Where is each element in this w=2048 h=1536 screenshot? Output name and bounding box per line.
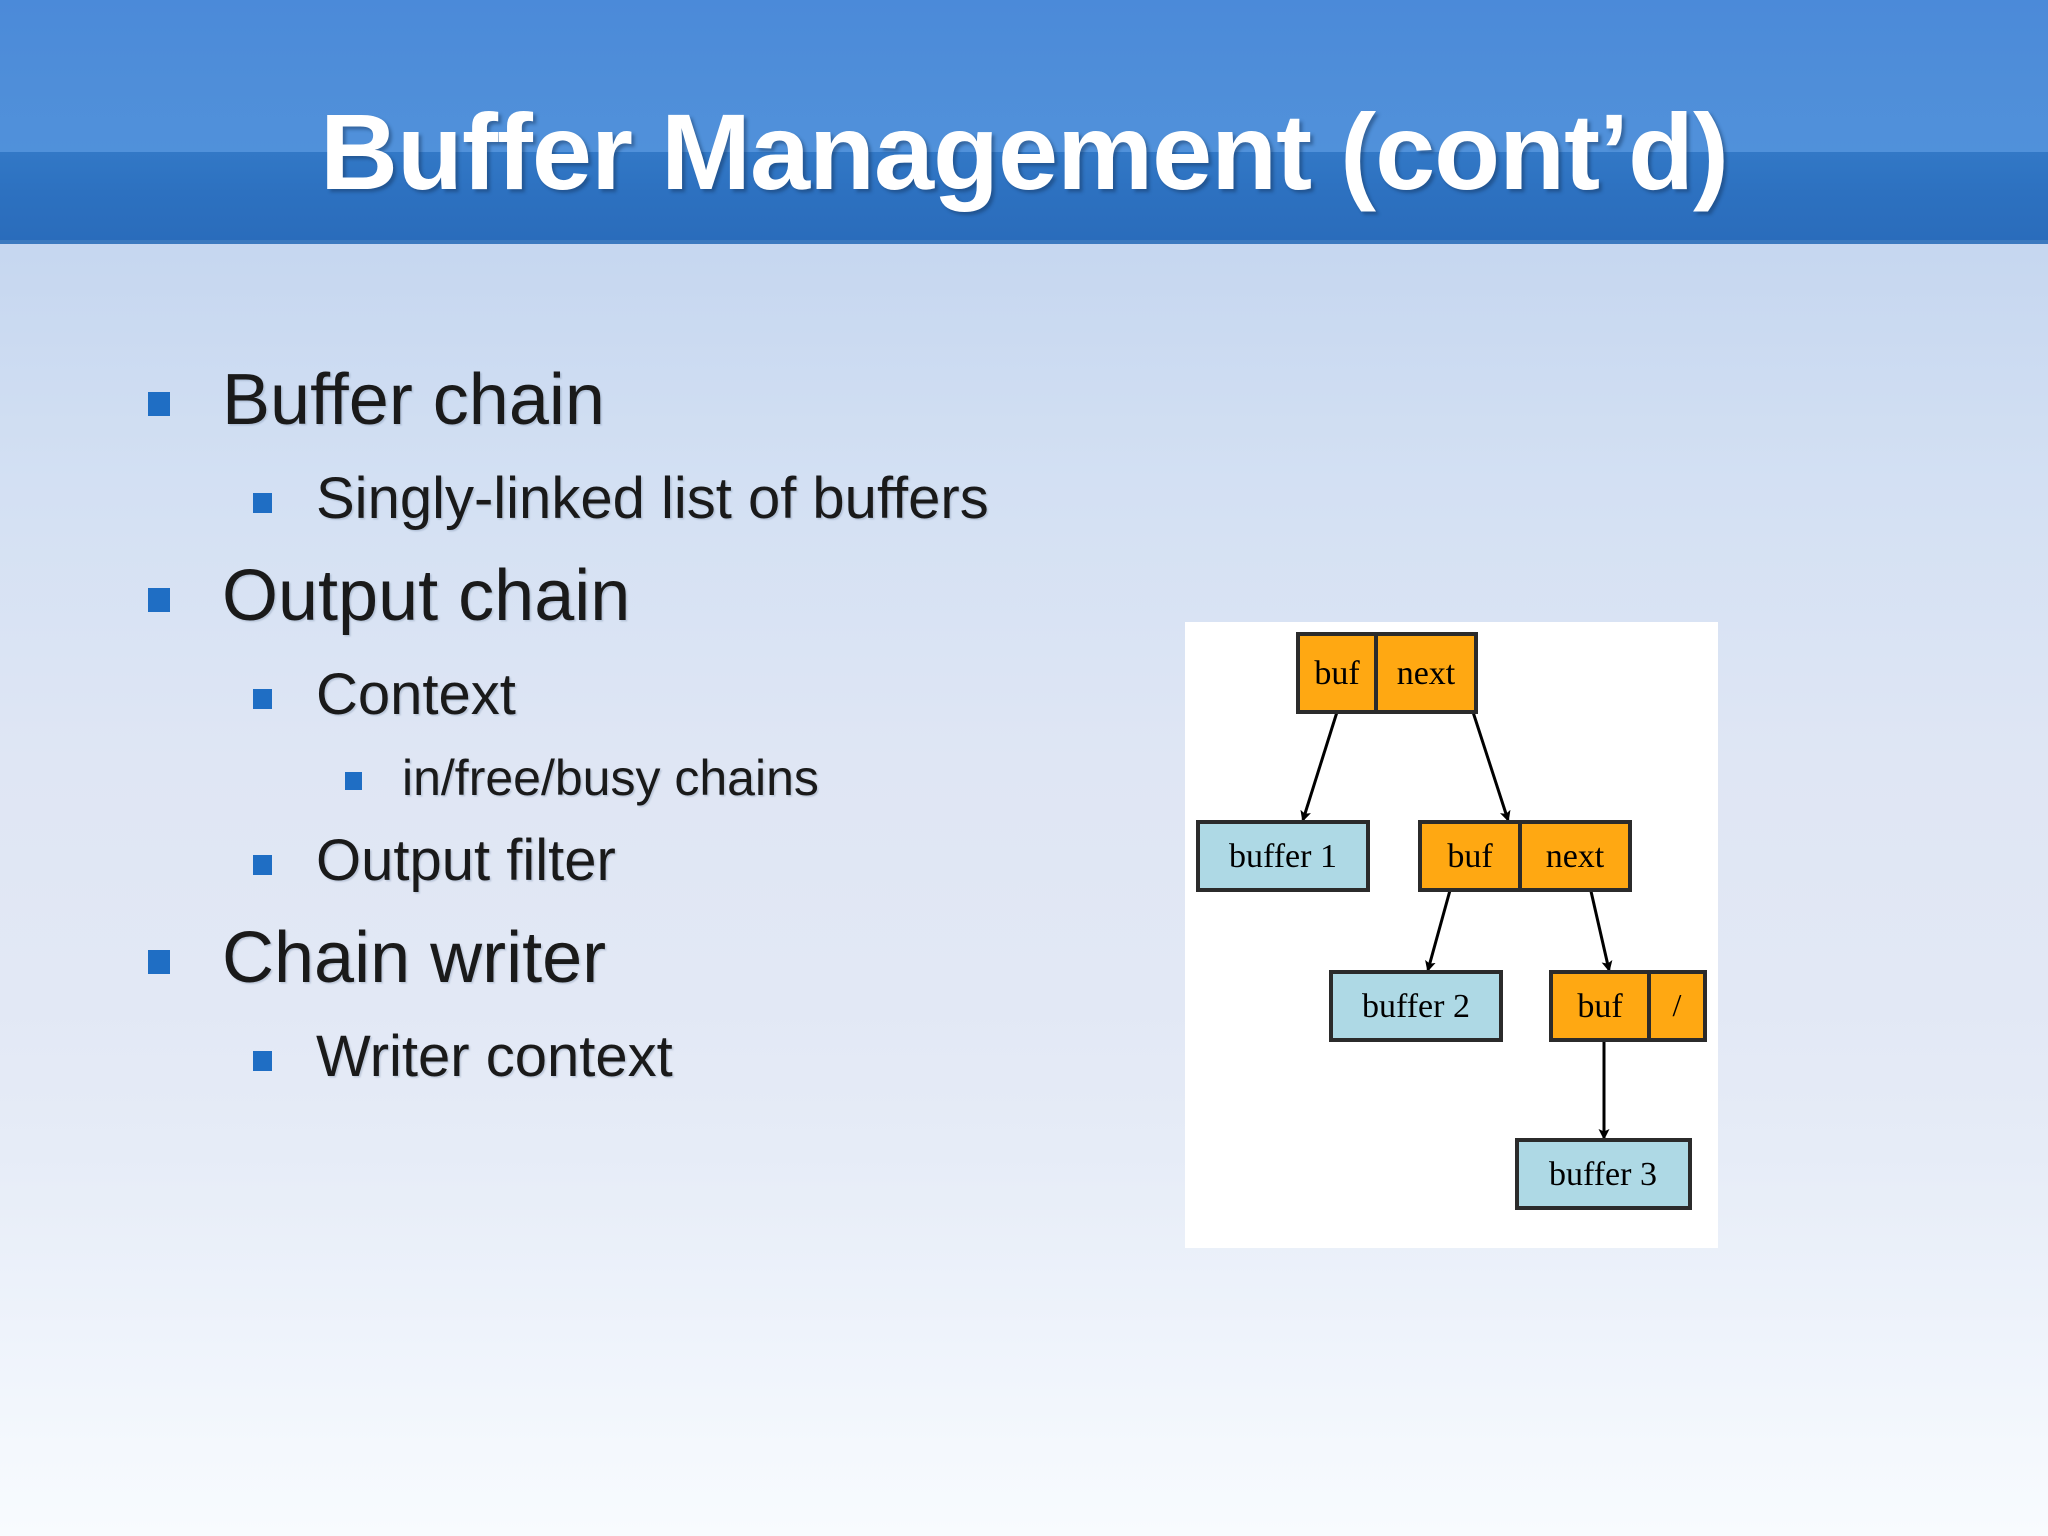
list-item-label: Output filter — [316, 828, 616, 893]
list-item-label: in/free/busy chains — [402, 750, 819, 806]
diagram-edges — [1300, 711, 1613, 1140]
diagram-node-cell1: buf next — [1296, 632, 1478, 714]
node-cell-right-label: next — [1546, 838, 1605, 875]
list-item-chain-writer: Chain writer — [0, 910, 1170, 1006]
diagram-node-buffer3: buffer 3 — [1515, 1138, 1692, 1210]
edge-cell1-cell2 — [1471, 711, 1511, 822]
diagram-node-cell3: buf / — [1549, 970, 1707, 1042]
node-cell-left-label: buf — [1447, 838, 1493, 875]
list-item-singly-linked-list: Singly-linked list of buffers — [0, 460, 1170, 538]
list-item-output-filter: Output filter — [0, 822, 1170, 900]
diagram-node-buffer2: buffer 2 — [1329, 970, 1503, 1042]
buffer-chain-diagram: buf next buffer 1 buf next buffer 2 — [1185, 622, 1718, 1248]
bullet-square-icon — [345, 772, 362, 790]
bullet-square-icon — [253, 493, 272, 513]
bullet-square-icon — [148, 950, 170, 974]
list-item-label: Chain writer — [222, 918, 607, 998]
node-cell-null-label: / — [1673, 987, 1682, 1023]
bullet-square-icon — [253, 1051, 272, 1071]
diagram-node-cell2: buf next — [1418, 820, 1632, 892]
list-item-label: Buffer chain — [222, 360, 605, 440]
node-cell-right-label: next — [1397, 655, 1456, 692]
list-item-label: Writer context — [316, 1024, 673, 1089]
list-item-label: Singly-linked list of buffers — [316, 466, 989, 531]
header-bottom-rule — [0, 240, 2048, 244]
node-cell-left-label: buf — [1577, 988, 1623, 1025]
bullet-square-icon — [148, 588, 170, 612]
node-buffer-label: buffer 2 — [1362, 988, 1470, 1025]
list-item-writer-context: Writer context — [0, 1018, 1170, 1096]
edge-cell1-buffer1 — [1300, 711, 1339, 822]
list-item-label: Context — [316, 662, 516, 727]
bullet-square-icon — [148, 392, 170, 416]
list-item-buffer-chain: Buffer chain — [0, 352, 1170, 448]
bullet-square-icon — [253, 689, 272, 709]
list-item-output-chain: Output chain — [0, 548, 1170, 644]
header-band-title — [0, 152, 2048, 242]
list-item-in-free-busy-chains: in/free/busy chains — [0, 744, 1170, 812]
bullet-list: Buffer chain Singly-linked list of buffe… — [0, 352, 1170, 1106]
header-band-upper — [0, 0, 2048, 152]
page-title: Buffer Management (cont’d) — [319, 91, 1729, 212]
list-item-label: Output chain — [222, 556, 631, 636]
diagram-node-buffer1: buffer 1 — [1196, 820, 1370, 892]
node-buffer-label: buffer 3 — [1549, 1156, 1657, 1193]
bullet-square-icon — [253, 855, 272, 875]
node-buffer-label: buffer 1 — [1229, 838, 1337, 875]
node-cell-left-label: buf — [1314, 655, 1360, 692]
list-item-context: Context — [0, 656, 1170, 734]
